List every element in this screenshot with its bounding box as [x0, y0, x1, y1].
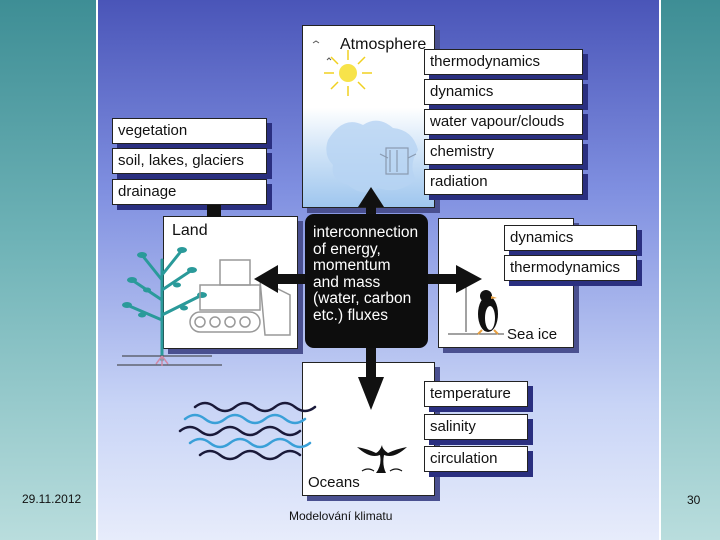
sea-ice-tag-dynamics: dynamics [504, 225, 637, 251]
land-connector [207, 205, 221, 217]
oceans-title: Oceans [308, 474, 360, 491]
atmosphere-tag-dynamics: dynamics [424, 79, 583, 105]
interconnection-text: interconnection of energy, momentum and … [313, 224, 419, 324]
sea-ice-tag-thermodynamics: thermodynamics [504, 255, 637, 281]
ocean-waves-icon [178, 401, 317, 461]
oceans-tag-salinity: salinity [424, 414, 528, 440]
atmosphere-tag-radiation: radiation [424, 169, 583, 195]
slide-footer-title: Modelování klimatu [289, 509, 393, 523]
oceans-tag-circulation: circulation [424, 446, 528, 472]
land-tag-drainage: drainage [112, 179, 267, 205]
sun-icon [324, 50, 372, 96]
bird-icons [312, 40, 332, 61]
slide-page-number: 30 [687, 493, 701, 507]
land-tag-soil-lakes-glaciers: soil, lakes, glaciers [112, 148, 267, 174]
atmosphere-tag-thermodynamics: thermodynamics [424, 49, 583, 75]
atmosphere-tag-chemistry: chemistry [424, 139, 583, 165]
penguin-icon [448, 287, 504, 335]
europe-map-icon [326, 120, 418, 193]
bulldozer-icon [189, 259, 291, 336]
atmosphere-title: Atmosphere [340, 36, 427, 53]
whale-tail-icon [357, 445, 407, 473]
interconnection-box [305, 214, 428, 348]
sea-ice-title: Sea ice [507, 326, 558, 343]
atmosphere-tag-water-vapour-clouds: water vapour/clouds [424, 109, 583, 135]
slide-date: 29.11.2012 [22, 492, 82, 506]
land-title: Land [172, 222, 208, 239]
tree-icon [117, 247, 222, 366]
land-tag-vegetation: vegetation [112, 118, 267, 144]
oceans-tag-temperature: temperature [424, 381, 528, 407]
